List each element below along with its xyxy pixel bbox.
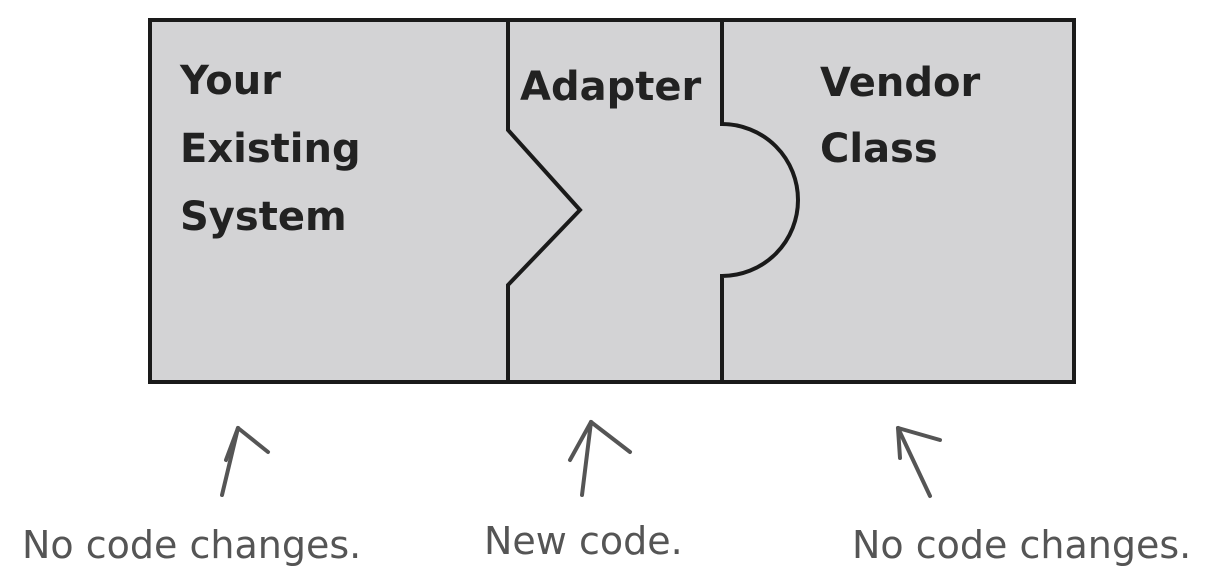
- vendor-class-label-line: Class: [820, 126, 938, 172]
- adapter-label-line: Adapter: [520, 64, 701, 110]
- diagram-outline: [148, 18, 1076, 384]
- existing-system-label-line: System: [180, 194, 347, 240]
- adapter-block: [508, 20, 798, 382]
- adapter-note: New code.: [484, 519, 683, 563]
- vendor-class-block: [722, 20, 1074, 382]
- vendor-class-label-line: Vendor: [820, 60, 980, 106]
- vendor-class-label: Vendor Class: [820, 60, 994, 172]
- vendor-class-note: No code changes.: [852, 523, 1191, 567]
- arrow-up-icon: [220, 426, 270, 497]
- adapter-right-boundary: [720, 20, 800, 382]
- existing-system-label: Your Existing System: [179, 58, 375, 240]
- existing-system-label-line: Existing: [180, 126, 361, 172]
- existing-system-note: No code changes.: [22, 523, 361, 567]
- adapter-label: Adapter: [520, 64, 701, 110]
- existing-system-block: [150, 20, 580, 382]
- arrow-up-icon: [896, 426, 942, 498]
- arrow-up-icon: [568, 420, 632, 497]
- existing-system-label-line: Your: [179, 58, 281, 104]
- adapter-left-boundary: [506, 20, 583, 382]
